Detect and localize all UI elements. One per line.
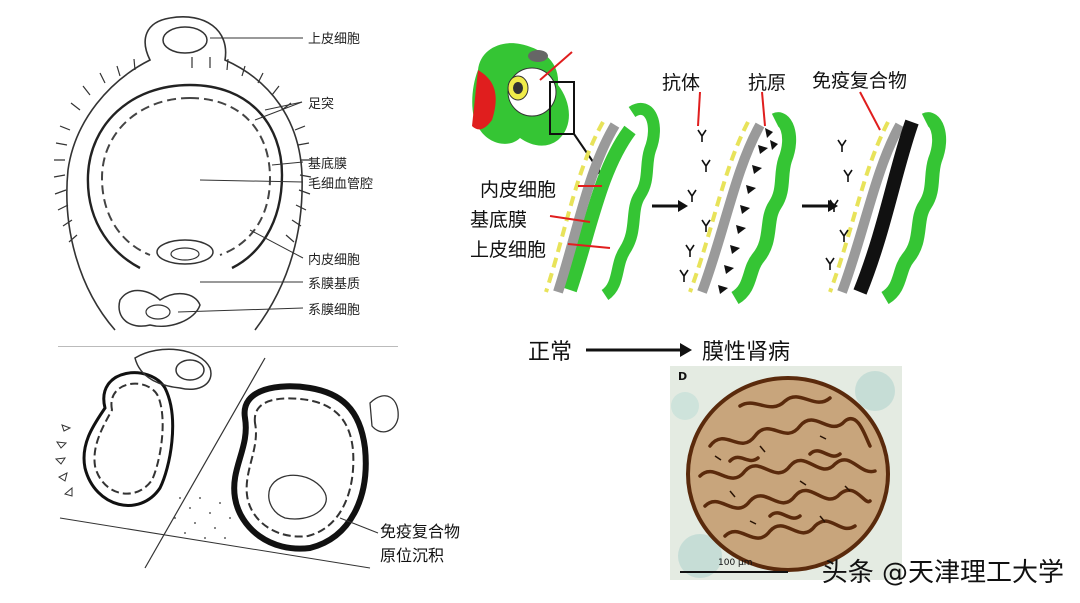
- label-basement-membrane: 基底膜: [308, 157, 348, 172]
- caption-normal: 正常: [528, 340, 573, 365]
- micrograph-scale-bar-label: 100 μm: [718, 558, 753, 568]
- panel-normal: [544, 103, 660, 300]
- caption-membranous-nephropathy: 膜性肾病: [702, 340, 791, 365]
- capillary-loop-diagram: 上皮细胞 足突 基底膜 毛细血管腔 内皮细胞 系膜基质 系膜细胞: [20, 0, 410, 345]
- panel-immune-complex: [825, 112, 947, 305]
- deposition-drawing: [54, 348, 399, 569]
- label-endothelial-cell-right: 内皮细胞: [480, 179, 557, 201]
- watermark-text: 头条 @天津理工大学: [821, 558, 1064, 588]
- label-foot-process: 足突: [308, 97, 335, 112]
- label-mesangial-matrix: 系膜基质: [308, 277, 361, 292]
- label-antigen: 抗原: [748, 72, 787, 94]
- label-endothelial-cell: 内皮细胞: [308, 253, 361, 268]
- deposition-diagram: 免疫复合物 原位沉积: [40, 348, 500, 578]
- label-antibody: 抗体: [662, 72, 701, 94]
- micrograph-panel: D 100 μm: [670, 366, 902, 580]
- caption-arrow: [586, 343, 692, 357]
- panel-antibody: [679, 112, 797, 305]
- label-basement-membrane-right: 基底膜: [470, 209, 528, 231]
- capillary-loop-drawing: [53, 16, 312, 331]
- label-mesangial-cell: 系膜细胞: [308, 303, 361, 318]
- label-immune-complex-deposit-2: 原位沉积: [380, 546, 445, 565]
- label-immune-complex-deposit-1: 免疫复合物: [380, 522, 461, 541]
- micrograph-image: [670, 366, 902, 580]
- label-epithelial-cell-right: 上皮细胞: [470, 239, 547, 261]
- membranous-drawing: [472, 43, 947, 305]
- label-immune-complex: 免疫复合物: [812, 70, 908, 92]
- panel-divider: [58, 346, 398, 347]
- label-capillary-lumen: 毛细血管腔: [308, 177, 374, 192]
- micrograph-panel-letter: D: [678, 370, 688, 383]
- label-epithelial-cell: 上皮细胞: [308, 32, 361, 47]
- membranous-diagram: 内皮细胞 基底膜 上皮细胞 抗体 抗原 免疫复合物 正常 膜性肾病: [440, 30, 960, 370]
